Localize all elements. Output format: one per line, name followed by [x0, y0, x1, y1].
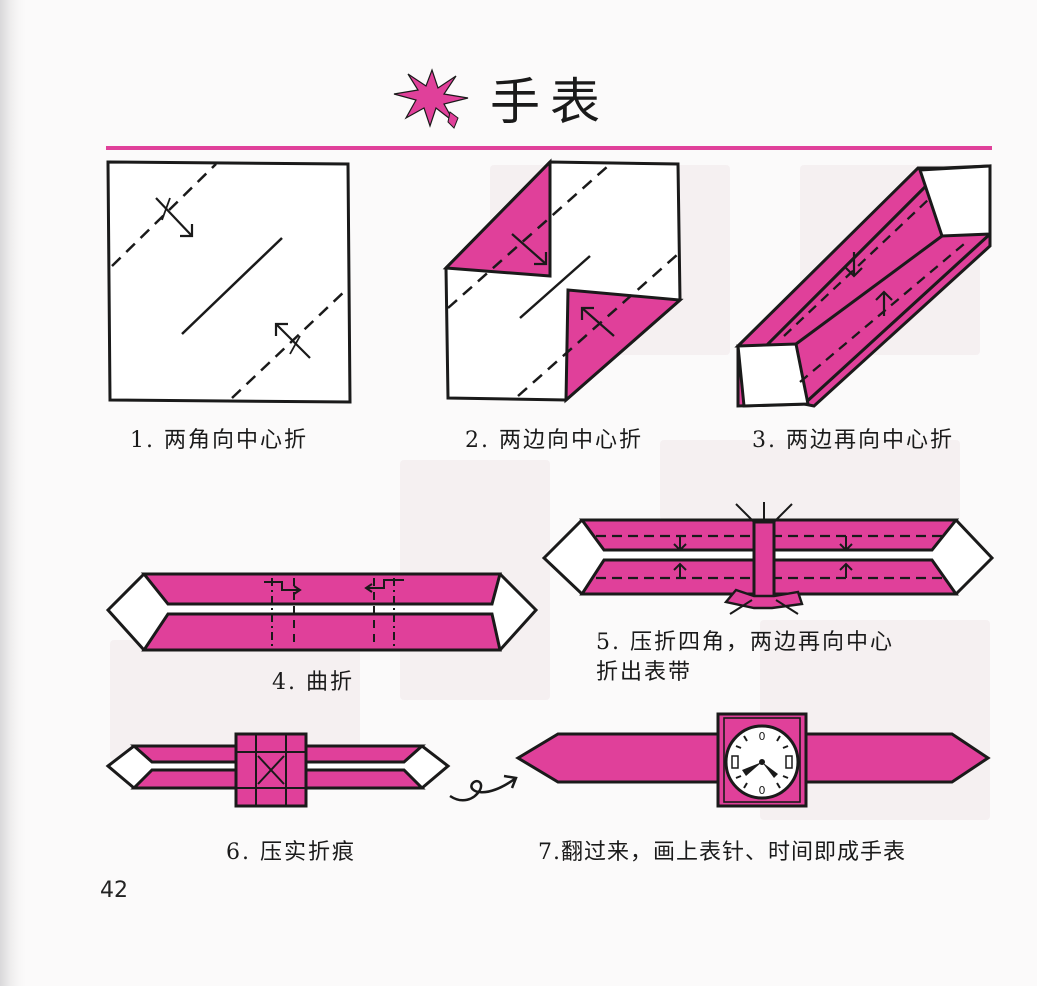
- step6-diagram: [105, 732, 451, 808]
- svg-text:0: 0: [759, 730, 766, 743]
- step3-caption: 3. 两边再向中心折: [752, 428, 954, 453]
- step5-caption-line1: 5. 压折四角，两边再向中心: [596, 630, 894, 655]
- svg-text:0: 0: [759, 784, 766, 797]
- step1-diagram: [106, 160, 352, 404]
- page-number: 42: [100, 878, 128, 903]
- title-underline: [106, 146, 992, 150]
- step5-caption-line2: 折出表带: [596, 660, 693, 685]
- step1-caption: 1. 两角向中心折: [130, 428, 308, 453]
- page-title: 手表: [490, 73, 610, 131]
- clock-face-icon: 0 0: [724, 724, 800, 800]
- step2-caption: 2. 两边向中心折: [465, 428, 643, 453]
- step7-caption: 7.翻过来，画上表针、时间即成手表: [538, 840, 906, 865]
- step5-diagram: [541, 502, 995, 615]
- page-binding-edge: [0, 0, 26, 986]
- step4-diagram: [105, 572, 539, 652]
- bleed-through-shadow: [660, 440, 960, 520]
- burst-decoration-icon: [393, 68, 469, 129]
- step3-diagram: [734, 164, 992, 408]
- curved-arrow-icon: [449, 774, 518, 802]
- step6-caption: 6. 压实折痕: [226, 840, 356, 865]
- step2-diagram: [442, 158, 684, 404]
- step4-caption: 4. 曲折: [272, 670, 354, 695]
